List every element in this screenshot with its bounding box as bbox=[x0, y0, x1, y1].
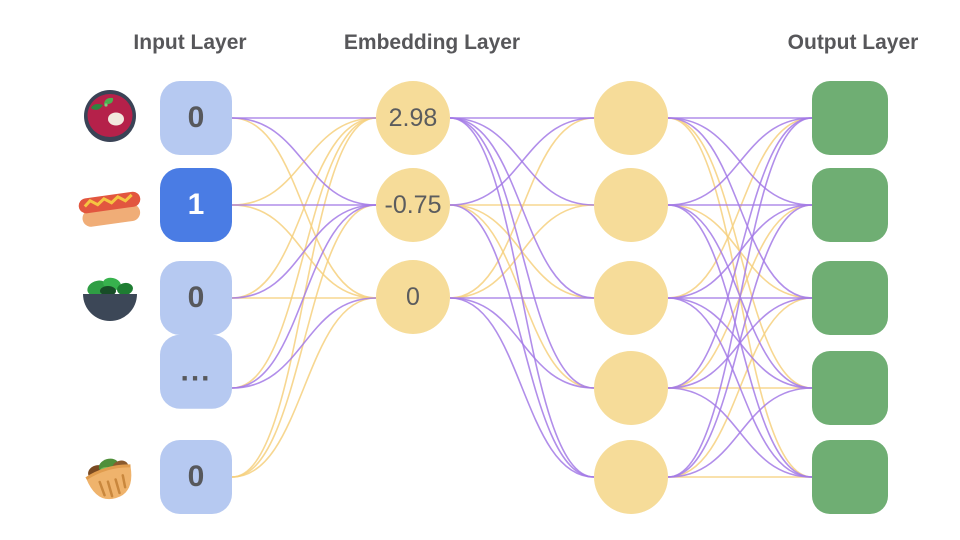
input-node-ellipsis: ... bbox=[160, 334, 232, 409]
embedding-node-3: 0 bbox=[376, 260, 450, 334]
input-layer-title: Input Layer bbox=[133, 31, 247, 54]
hidden-node-1 bbox=[594, 81, 668, 155]
output-node-2 bbox=[812, 168, 888, 242]
input-node-hotdog: 1 bbox=[160, 168, 232, 242]
hidden-node-4 bbox=[594, 351, 668, 425]
hidden-node-3 bbox=[594, 261, 668, 335]
borscht-icon bbox=[82, 88, 138, 144]
embedding-node-1: 2.98 bbox=[376, 81, 450, 155]
input-node-pita: 0 bbox=[160, 440, 232, 514]
salad-icon bbox=[82, 273, 138, 323]
output-layer-title: Output Layer bbox=[787, 31, 919, 54]
embedding-node-2: -0.75 bbox=[376, 168, 450, 242]
output-node-4 bbox=[812, 351, 888, 425]
hotdog-icon bbox=[78, 182, 142, 230]
input-node-salad: 0 bbox=[160, 261, 232, 335]
embedding-layer-title: Embedding Layer bbox=[343, 31, 521, 54]
hidden-node-5 bbox=[594, 440, 668, 514]
hidden-node-2 bbox=[594, 168, 668, 242]
output-node-3 bbox=[812, 261, 888, 335]
pita-icon bbox=[82, 450, 138, 506]
output-node-1 bbox=[812, 81, 888, 155]
output-node-5 bbox=[812, 440, 888, 514]
input-node-borscht: 0 bbox=[160, 81, 232, 155]
